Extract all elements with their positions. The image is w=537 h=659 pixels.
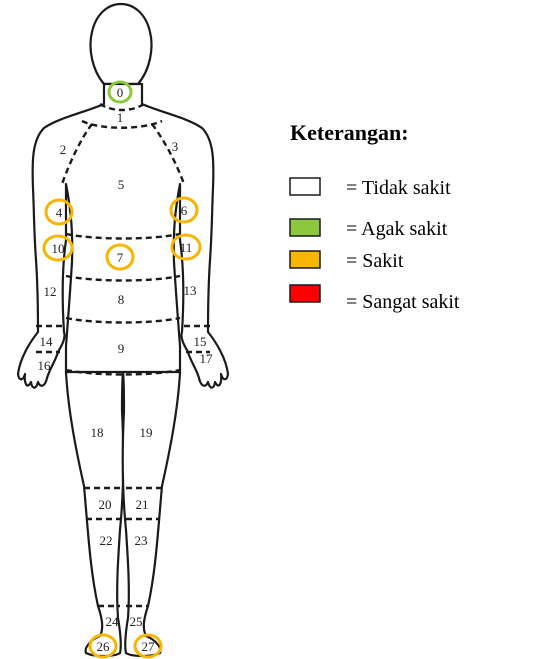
zone-label-13: 13 xyxy=(184,283,197,298)
legend-swatch-agak-sakit xyxy=(290,219,320,236)
zone-label-12: 12 xyxy=(44,284,57,299)
zone-label-21: 21 xyxy=(136,497,149,512)
zone-label-16: 16 xyxy=(38,358,52,373)
zone-label-1: 1 xyxy=(117,110,124,125)
legend-label-agak-sakit: = Agak sakit xyxy=(346,218,448,240)
zone-label-15: 15 xyxy=(194,334,207,349)
zone-label-3: 3 xyxy=(172,139,179,154)
zone-label-19: 19 xyxy=(140,425,153,440)
zone-label-4: 4 xyxy=(56,205,63,220)
legend-swatch-sakit xyxy=(290,251,320,268)
zone-label-9: 9 xyxy=(118,341,125,356)
head xyxy=(91,4,152,84)
zone-label-14: 14 xyxy=(40,334,54,349)
zone-label-18: 18 xyxy=(91,425,104,440)
zone-label-25: 25 xyxy=(130,614,143,629)
legend-label-sakit: = Sakit xyxy=(346,250,404,272)
legend-title: Keterangan: xyxy=(290,120,409,145)
legend-swatch-sangat-sakit xyxy=(290,285,320,302)
zone-label-26: 26 xyxy=(97,639,111,654)
zone-label-23: 23 xyxy=(135,533,148,548)
zone-label-24: 24 xyxy=(106,614,120,629)
zone-label-27: 27 xyxy=(142,639,156,654)
zone-label-6: 6 xyxy=(181,203,188,218)
legend-label-sangat-sakit: = Sangat sakit xyxy=(346,291,460,313)
zone-label-22: 22 xyxy=(100,533,113,548)
zone-label-0: 0 xyxy=(117,85,124,100)
legend-swatch-tidak-sakit xyxy=(290,178,320,195)
zone-label-5: 5 xyxy=(118,177,125,192)
zone-label-17: 17 xyxy=(200,351,214,366)
zone-label-11: 11 xyxy=(180,240,193,255)
zone-label-8: 8 xyxy=(118,292,125,307)
zone-label-20: 20 xyxy=(99,497,112,512)
zone-label-10: 10 xyxy=(52,241,65,256)
zone-label-7: 7 xyxy=(117,250,124,265)
legend-label-tidak-sakit: = Tidak sakit xyxy=(346,177,451,199)
zone-label-2: 2 xyxy=(60,142,67,157)
legend: Keterangan: = Tidak sakit = Agak sakit =… xyxy=(290,120,460,313)
